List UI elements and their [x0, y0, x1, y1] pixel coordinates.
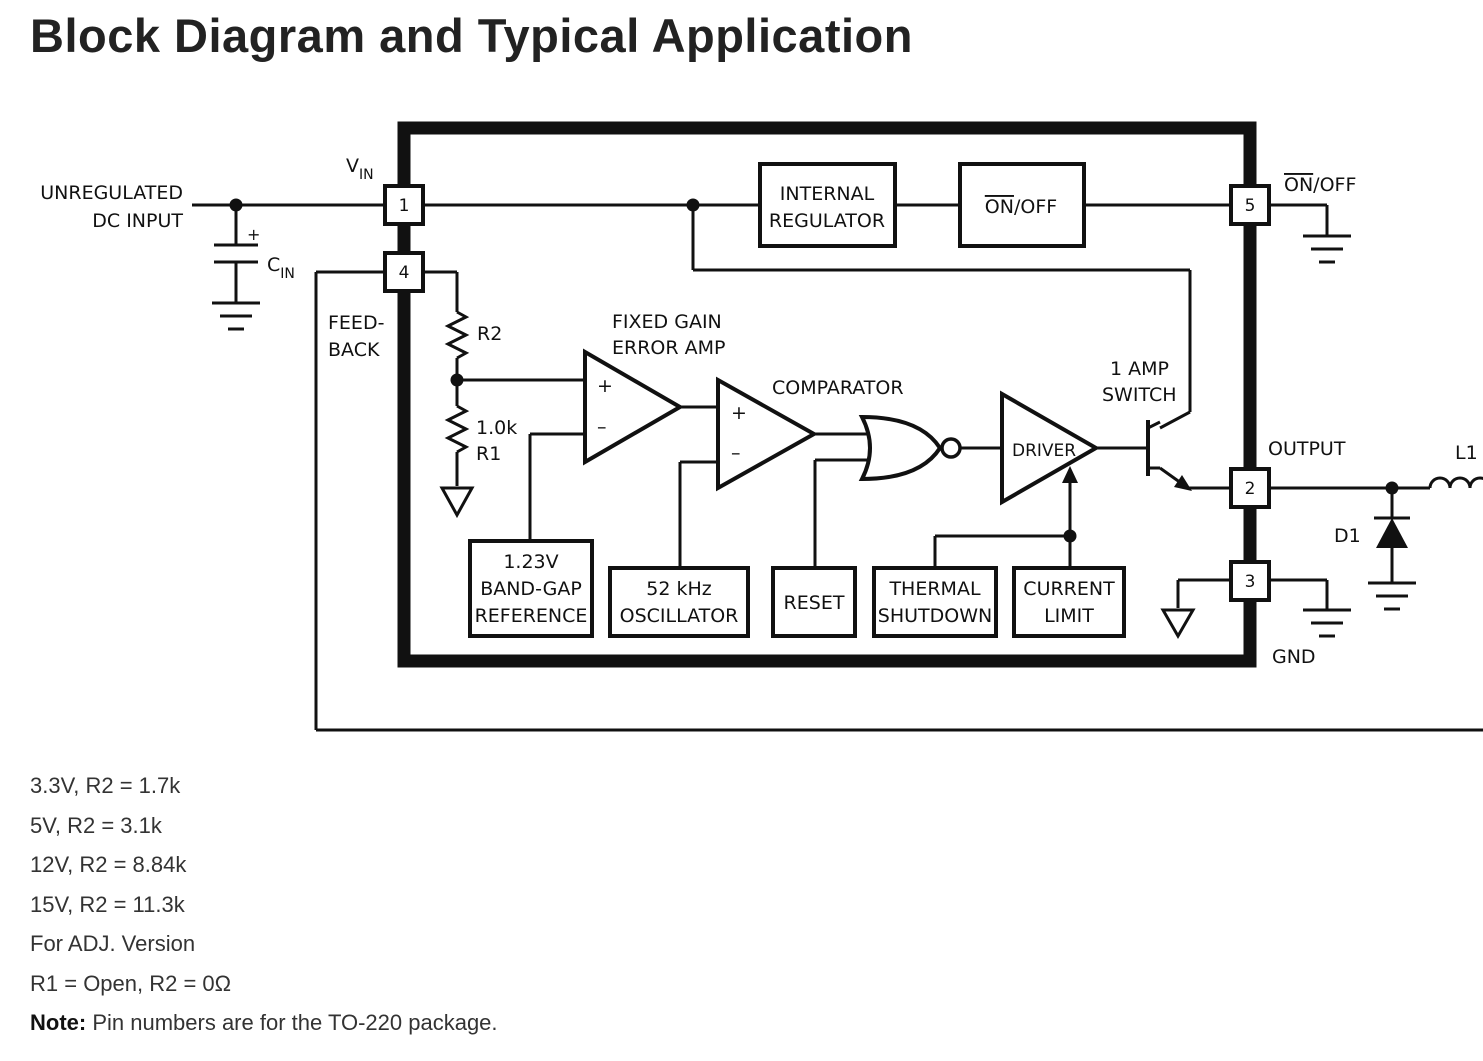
- pin-4: 4: [383, 251, 425, 293]
- arrowhead-icon: [1174, 475, 1192, 491]
- svg-text:INTERNAL: INTERNAL: [780, 183, 875, 205]
- driver-label: DRIVER: [1012, 441, 1076, 461]
- onoff-overbar-text: ON: [985, 196, 1014, 218]
- r1-label: R1: [476, 443, 501, 465]
- feedback-label-line-1: FEED-: [328, 312, 384, 334]
- resistor-notes: 3.3V, R2 = 1.7k 5V, R2 = 3.1k 12V, R2 = …: [30, 769, 498, 1046]
- note-line: 5V, R2 = 3.1k: [30, 812, 162, 838]
- svg-text:BAND-GAP: BAND-GAP: [480, 578, 582, 600]
- onoff-text: /OFF: [1014, 196, 1057, 218]
- input-label-line-2: DC INPUT: [92, 210, 183, 232]
- svg-text:3: 3: [1245, 572, 1256, 592]
- svg-text:ON/OFF: ON/OFF: [985, 196, 1057, 218]
- junction-dot: [686, 198, 700, 212]
- thermal-shutdown-block: THERMAL SHUTDOWN: [872, 566, 998, 638]
- r1-value-label: 1.0k: [476, 417, 517, 439]
- switch-transistor: [1146, 420, 1161, 476]
- svg-text:SHUTDOWN: SHUTDOWN: [878, 605, 992, 627]
- note-line: 15V, R2 = 11.3k: [30, 891, 185, 917]
- arrowhead-icon: [1062, 466, 1078, 483]
- pin-3: 3: [1229, 560, 1271, 602]
- svg-text:2: 2: [1245, 479, 1256, 499]
- package-note: Note: Pin numbers are for the TO-220 pac…: [30, 1006, 498, 1046]
- ground-icon: [1368, 581, 1416, 611]
- l1-label: L1: [1455, 442, 1478, 464]
- wires: [192, 203, 1483, 732]
- page-title: Block Diagram and Typical Application: [30, 9, 913, 62]
- d1-label: D1: [1334, 525, 1361, 547]
- ground-icon: [1303, 608, 1351, 638]
- cin-label-main: C: [267, 254, 280, 276]
- svg-text:RESET: RESET: [784, 592, 845, 614]
- error-amp-minus: –: [597, 416, 607, 438]
- error-amp-label-line-2: ERROR AMP: [612, 337, 725, 359]
- ground-icon: [1303, 234, 1351, 264]
- note-line: 12V, R2 = 8.84k: [30, 852, 187, 877]
- pin-5: 5: [1229, 184, 1271, 226]
- svg-text:LIMIT: LIMIT: [1044, 605, 1094, 627]
- gnd-label: GND: [1272, 646, 1316, 668]
- pin-2: 2: [1229, 467, 1271, 509]
- block-diagram: + – + – DRIVER INTERNAL REGULATOR ON/OFF…: [40, 121, 1483, 732]
- r2-label: R2: [477, 323, 502, 345]
- comparator-label: COMPARATOR: [772, 377, 904, 399]
- input-label-line-1: UNREGULATED: [40, 182, 183, 204]
- note-line: 3.3V, R2 = 1.7k: [30, 773, 181, 798]
- svg-text:52 kHz: 52 kHz: [646, 578, 712, 600]
- error-amp: [583, 348, 684, 466]
- driver: [1000, 390, 1101, 506]
- error-amp-label-line-1: FIXED GAIN: [612, 311, 722, 333]
- cin-label-sub: IN: [280, 266, 295, 282]
- svg-text:5: 5: [1245, 196, 1256, 216]
- bandgap-reference-block: 1.23V BAND-GAP REFERENCE: [468, 539, 594, 638]
- note-line: For ADJ. Version: [30, 931, 196, 956]
- svg-text:CURRENT: CURRENT: [1023, 578, 1115, 600]
- comparator: [716, 376, 819, 492]
- vin-label-main: V: [346, 155, 359, 177]
- onoff-pin-text: /OFF: [1313, 174, 1356, 196]
- current-limit-block: CURRENT LIMIT: [1012, 566, 1126, 638]
- nor-gate: [858, 414, 943, 482]
- internal-regulator-block: INTERNAL REGULATOR: [758, 162, 897, 248]
- svg-text:1.23V: 1.23V: [503, 551, 558, 573]
- pin-1: 1: [383, 184, 425, 226]
- svg-text:OSCILLATOR: OSCILLATOR: [620, 605, 739, 627]
- error-amp-plus: +: [597, 375, 613, 397]
- note-label: Note:: [30, 1010, 87, 1035]
- input-capacitor: [214, 243, 258, 264]
- vin-label-sub: IN: [359, 167, 374, 183]
- cap-plus: +: [247, 225, 260, 244]
- output-label: OUTPUT: [1268, 438, 1346, 460]
- junction-dot: [1063, 529, 1077, 543]
- note-line: R1 = Open, R2 = 0Ω: [30, 970, 232, 996]
- note-text: Pin numbers are for the TO-220 package.: [86, 1010, 498, 1035]
- vin-label: VIN: [346, 155, 374, 183]
- svg-text:1: 1: [399, 196, 410, 216]
- onoff-pin-overbar-text: ON: [1284, 174, 1313, 196]
- svg-text:REFERENCE: REFERENCE: [475, 605, 588, 627]
- cin-label: CIN: [267, 254, 295, 282]
- onoff-block: ON/OFF: [958, 162, 1086, 248]
- svg-text:4: 4: [399, 263, 410, 283]
- nor-bubble: [940, 437, 962, 459]
- junction-dot: [229, 198, 243, 212]
- svg-text:THERMAL: THERMAL: [888, 578, 980, 600]
- reset-block: RESET: [771, 566, 857, 638]
- inductor-l1: [1428, 476, 1483, 489]
- switch-label-line-1: 1 AMP: [1110, 358, 1169, 380]
- feedback-label-line-2: BACK: [328, 339, 380, 361]
- comparator-plus: +: [731, 402, 747, 424]
- switch-label-line-2: SWITCH: [1102, 384, 1177, 406]
- svg-text:REGULATOR: REGULATOR: [769, 210, 885, 232]
- comparator-minus: –: [731, 442, 741, 464]
- diode-d1: [1374, 516, 1410, 548]
- junction-dot: [450, 373, 464, 387]
- oscillator-block: 52 kHz OSCILLATOR: [608, 566, 750, 638]
- junction-dot: [1385, 481, 1399, 495]
- onoff-pin-label: ON/OFF: [1284, 174, 1356, 196]
- ic-package-frame: [397, 121, 1257, 668]
- ground-icon: [212, 301, 260, 331]
